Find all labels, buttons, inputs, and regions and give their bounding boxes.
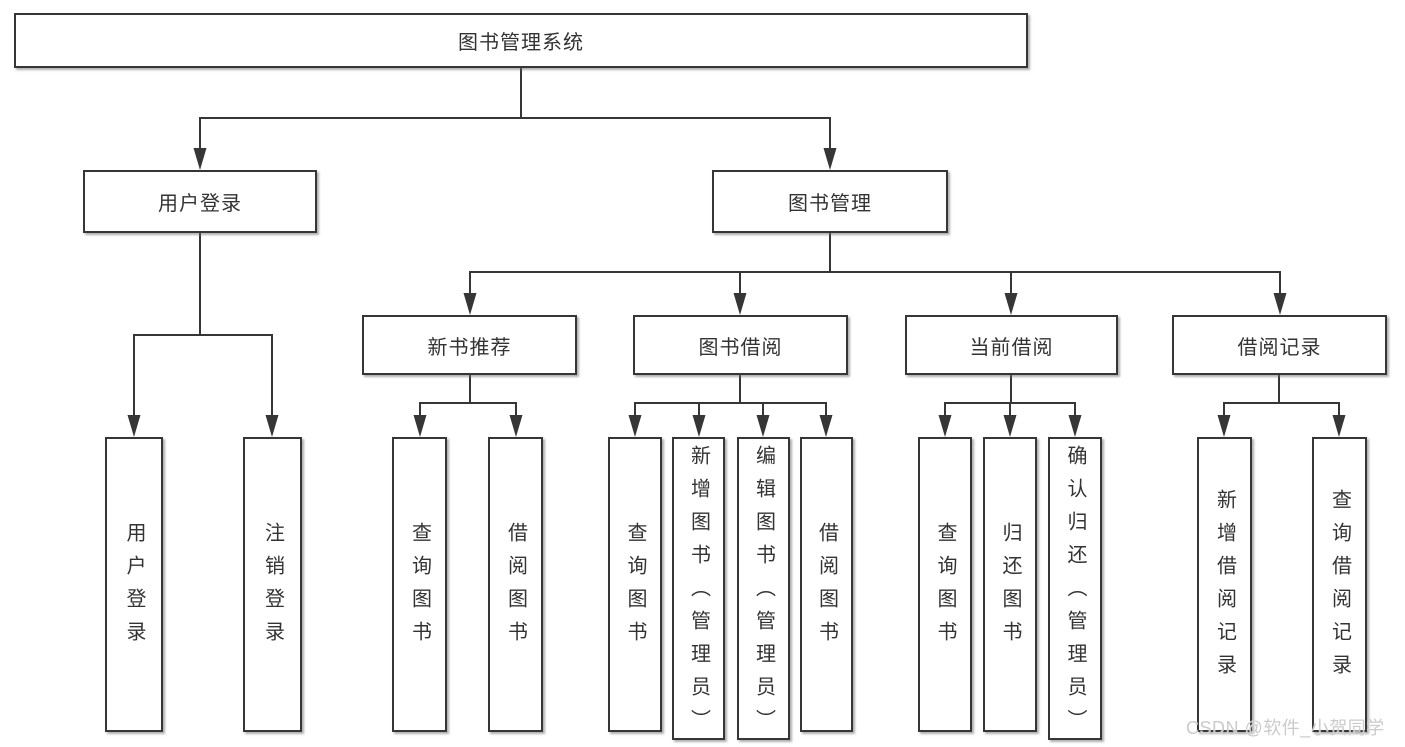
node-root: 图书管理系统 <box>14 13 1028 68</box>
node-leaf-add-borrow-record: 新增借阅记录 <box>1197 437 1252 732</box>
node-leaf-query-book-3: 查询图书 <box>918 437 972 732</box>
node-current-borrow: 当前借阅 <box>905 315 1118 375</box>
node-new-book-recommend: 新书推荐 <box>362 315 577 375</box>
node-leaf-edit-book-admin: 编辑图书（管理员） <box>737 437 790 742</box>
node-leaf-borrow-book-1: 借阅图书 <box>488 437 543 732</box>
node-user-login: 用户登录 <box>83 170 317 233</box>
node-leaf-confirm-return-admin: 确认归还（管理员） <box>1048 437 1102 742</box>
csdn-watermark: CSDN @软件_小贺同学 <box>1186 718 1385 738</box>
node-borrow-records: 借阅记录 <box>1172 315 1387 375</box>
node-leaf-query-borrow-record: 查询借阅记录 <box>1312 437 1367 732</box>
node-leaf-query-book-1: 查询图书 <box>392 437 447 732</box>
node-book-borrow: 图书借阅 <box>633 315 848 375</box>
node-leaf-add-book-admin: 新增图书（管理员） <box>672 437 725 742</box>
node-leaf-return-book: 归还图书 <box>983 437 1037 732</box>
node-leaf-query-book-2: 查询图书 <box>608 437 662 732</box>
node-leaf-logout: 注销登录 <box>243 437 302 732</box>
node-book-management: 图书管理 <box>712 170 948 233</box>
node-leaf-borrow-book-2: 借阅图书 <box>800 437 853 732</box>
node-leaf-user-login: 用户登录 <box>105 437 163 732</box>
